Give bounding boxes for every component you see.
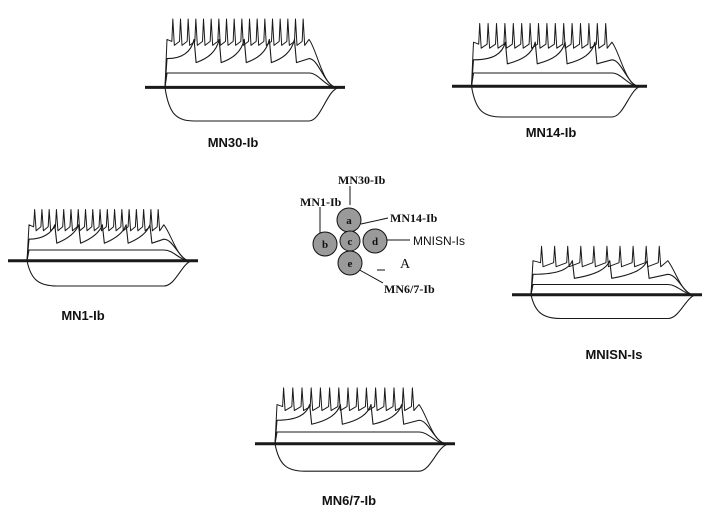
trace-panel-mn67 — [255, 387, 455, 472]
trace-panel-mnisn — [512, 245, 702, 320]
panel-label-mnisn: MNISN-Is — [585, 347, 642, 362]
trace-hyperpolarizing — [145, 86, 340, 122]
cell-e-letter: e — [348, 258, 353, 270]
cell-c: c — [339, 230, 361, 252]
trace-panel-mn14 — [452, 23, 647, 118]
trace-panel-mn1 — [8, 209, 198, 287]
cell-b-letter: b — [322, 239, 328, 251]
connector-bottom — [355, 267, 384, 284]
panel-label-mn1: MN1-Ib — [61, 308, 104, 323]
schematic-label-mn14: MN14-Ib — [390, 211, 438, 225]
trace-subthreshold — [530, 283, 695, 296]
trace-sparse-spiking — [164, 38, 338, 88]
trace-subthreshold — [274, 431, 448, 445]
panel-label-mn14: MN14-Ib — [526, 125, 577, 140]
cell-b: b — [312, 231, 338, 257]
trace-sparse-spiking — [274, 404, 448, 445]
cell-c-letter: c — [348, 236, 353, 248]
cell-d: d — [362, 228, 388, 254]
trace-dense-spiking — [274, 387, 448, 445]
connector-right-upper — [360, 217, 389, 225]
trace-subthreshold — [26, 249, 191, 262]
schematic-label-mnisn: MNISN-Is — [413, 234, 465, 248]
schematic-marker-a: A — [400, 257, 411, 272]
cell-d-letter: d — [372, 236, 378, 248]
trace-subthreshold — [164, 72, 338, 88]
schematic-label-mn1: MN1-Ib — [300, 195, 342, 209]
trace-dense-spiking — [26, 209, 191, 262]
trace-hyperpolarizing — [452, 85, 642, 118]
panel-label-mn67: MN6/7-Ib — [322, 493, 376, 508]
trace-sparse-spiking — [26, 224, 191, 262]
schematic-label-mn30: MN30-Ib — [338, 173, 386, 187]
cell-e: e — [337, 250, 363, 276]
panel-label-mn30: MN30-Ib — [208, 135, 259, 150]
neuron-schematic: a b d e c MN30-Ib MN1-Ib MN14-Ib MNISN-I… — [300, 173, 465, 296]
trace-hyperpolarizing — [512, 294, 697, 320]
trace-sparse-spiking — [530, 260, 695, 296]
trace-dense-spiking — [530, 245, 695, 296]
trace-sparse-spiking — [470, 41, 640, 87]
trace-hyperpolarizing — [8, 260, 193, 287]
trace-dense-spiking — [471, 23, 640, 87]
trace-panel-mn30 — [145, 18, 345, 122]
trace-dense-spiking — [164, 18, 338, 88]
cell-a: a — [336, 207, 362, 233]
trace-subthreshold — [470, 72, 640, 87]
trace-hyperpolarizing — [255, 443, 450, 472]
schematic-label-mn67: MN6/7-Ib — [384, 282, 435, 296]
cell-a-letter: a — [346, 215, 352, 227]
